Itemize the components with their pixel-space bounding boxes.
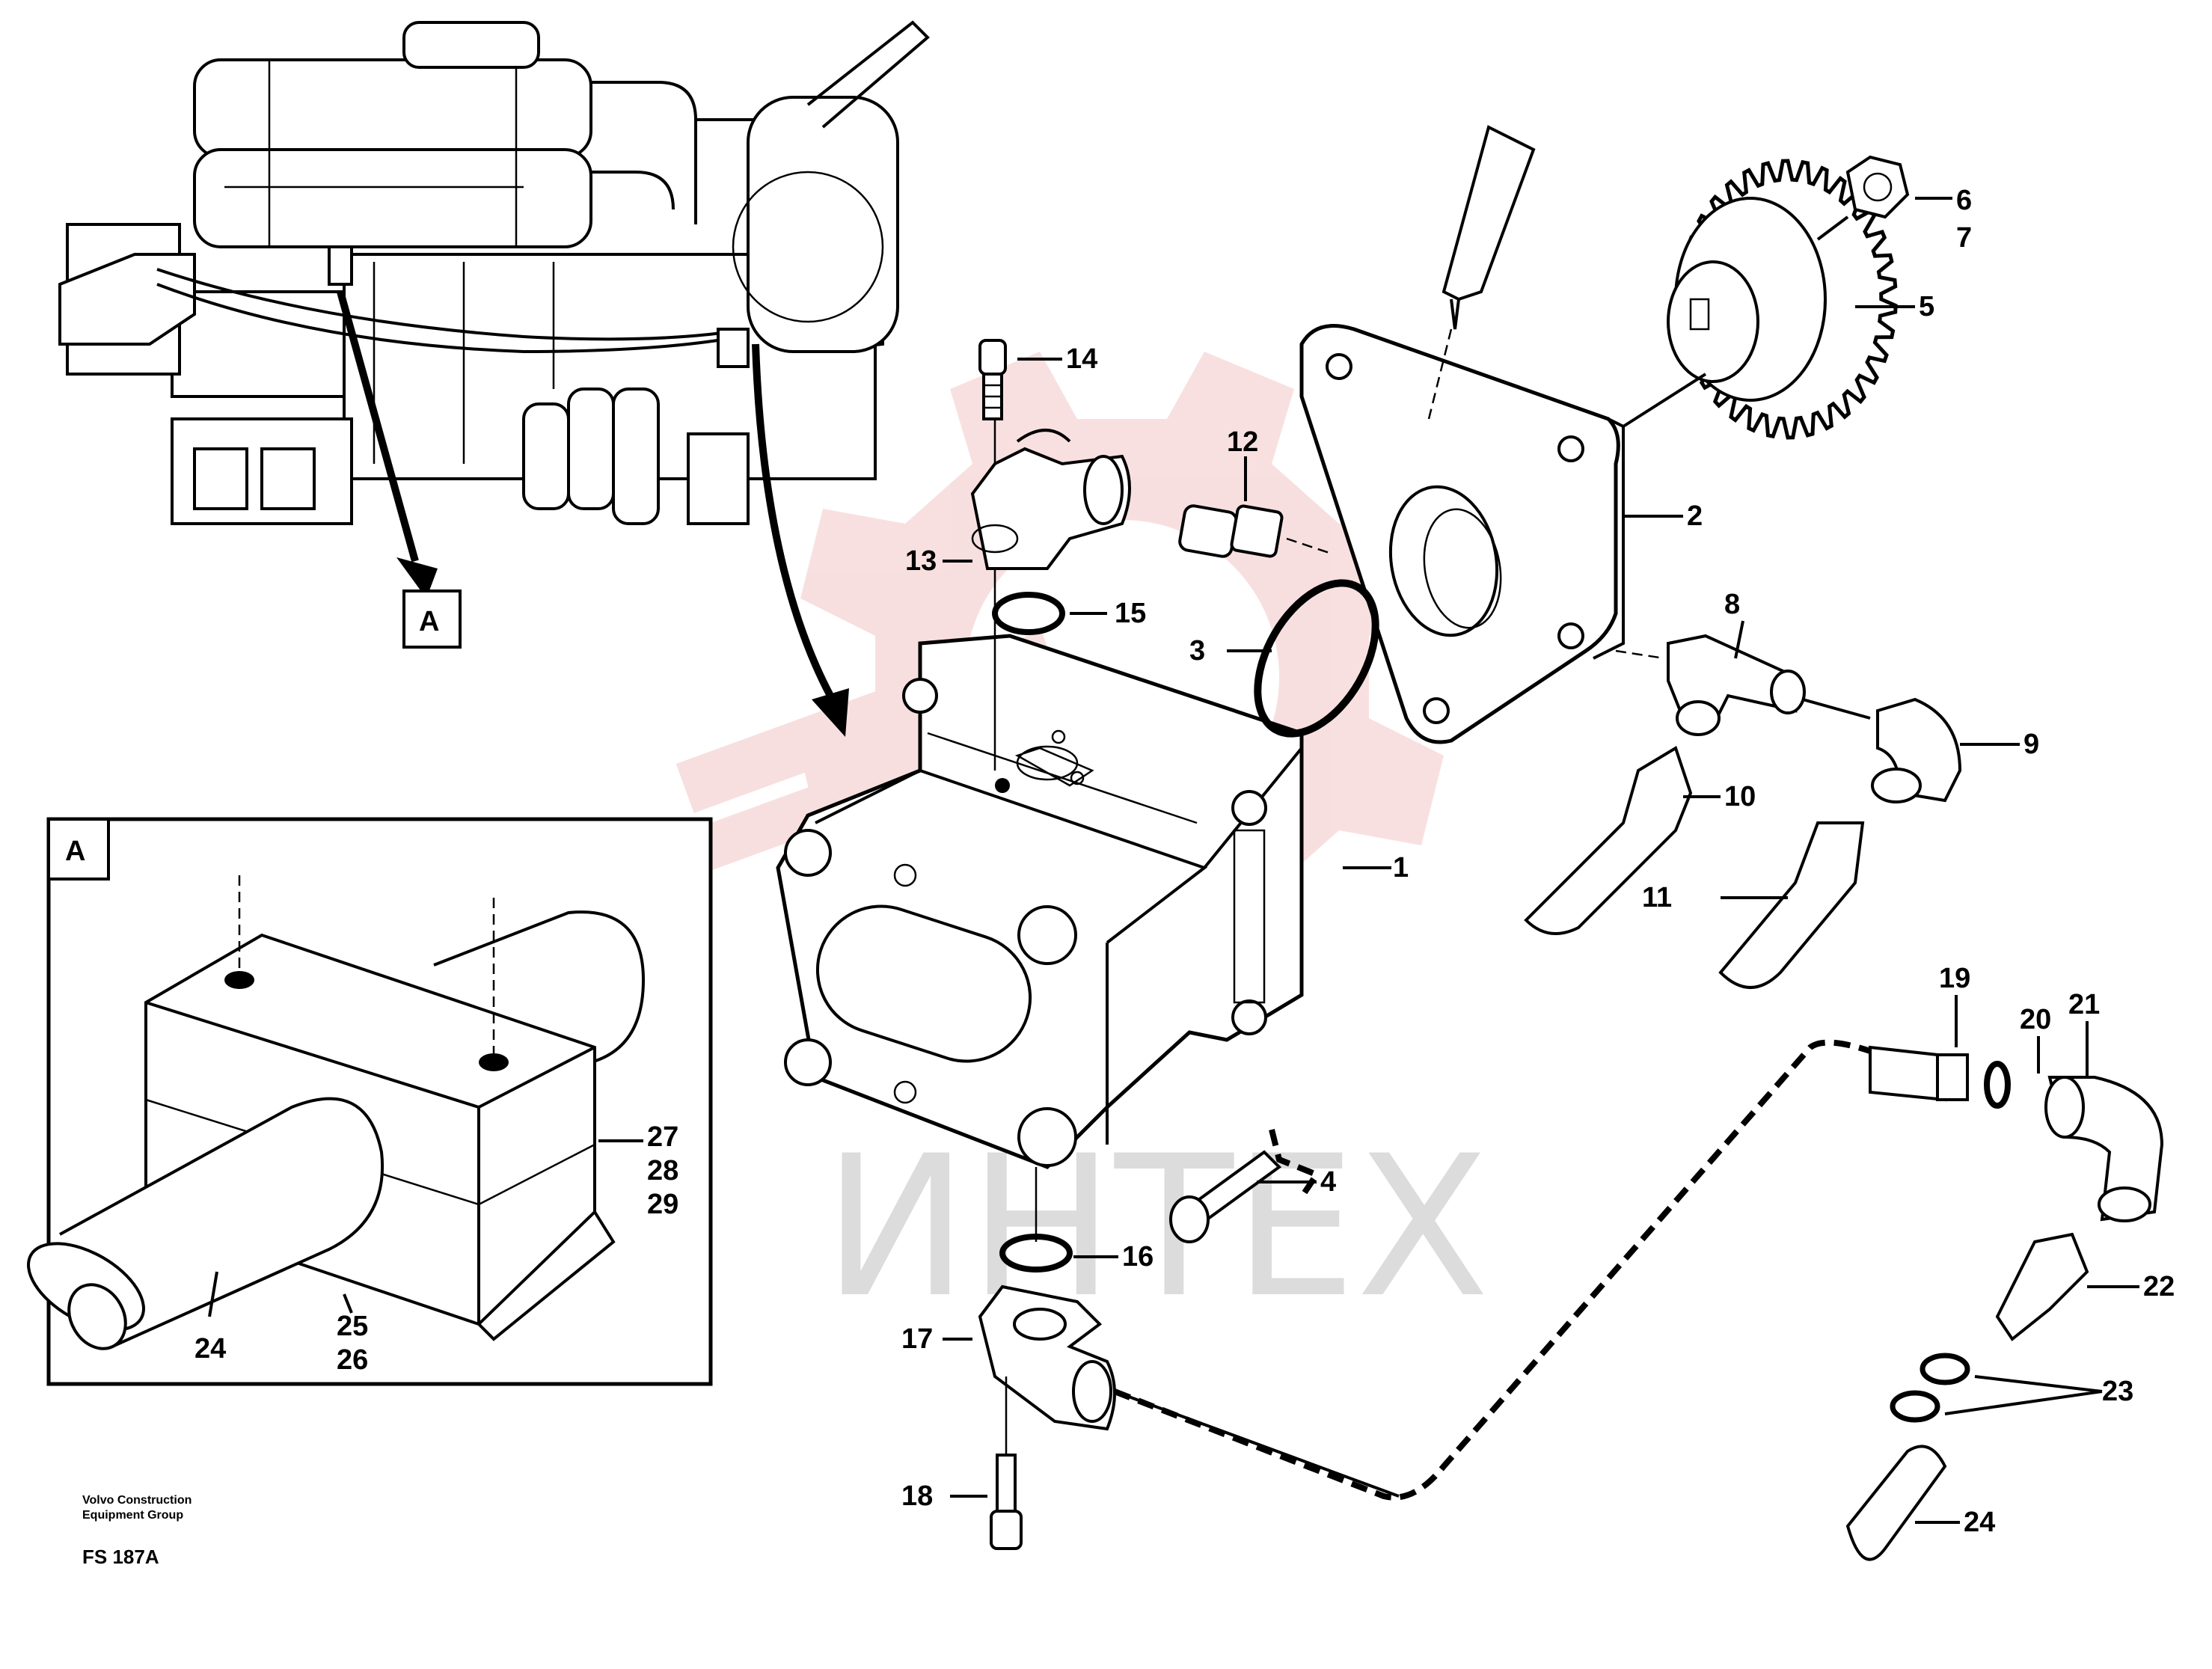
callout-4: 4 xyxy=(1320,1166,1336,1198)
callout-13: 13 xyxy=(905,545,937,577)
detail-a-inset-label: A xyxy=(65,836,85,867)
inlet-elbow-13: 13 xyxy=(905,429,1131,577)
footer-company-line2: Equipment Group xyxy=(82,1509,183,1522)
hose-clamps-23: 23 xyxy=(1890,1353,2133,1423)
inset-callout-28: 28 xyxy=(647,1155,678,1186)
detail-a-marker-label: A xyxy=(419,606,439,637)
hose-fitting-11: 11 xyxy=(1642,821,1865,989)
detail-a-marker: A xyxy=(402,589,462,649)
elbow-fitting-21: 21 xyxy=(2044,989,2164,1222)
engine-overview-illustration xyxy=(58,20,930,525)
hose-connector-22: 22 xyxy=(1995,1232,2175,1341)
callout-24: 24 xyxy=(1964,1507,1995,1538)
tee-fitting-8: 8 xyxy=(1615,589,1871,736)
callout-6: 6 xyxy=(1956,185,1972,216)
callout-1: 1 xyxy=(1393,852,1409,884)
callout-10: 10 xyxy=(1724,781,1756,812)
callout-9: 9 xyxy=(2023,729,2039,760)
threaded-nipple-12: 12 xyxy=(1178,426,1332,558)
adapter-flange-plate: 2 xyxy=(1299,324,1703,744)
elbow-fitting-9: 9 xyxy=(1871,697,2039,803)
callout-11: 11 xyxy=(1642,882,1672,913)
callout-18: 18 xyxy=(901,1480,933,1512)
callout-17: 17 xyxy=(901,1323,933,1355)
inset-callout-29: 29 xyxy=(647,1189,678,1220)
hose-fitting-10: 10 xyxy=(1524,746,1756,935)
mounting-screw-4: 4 xyxy=(1169,1129,1336,1243)
banjo-bolt-18: 18 xyxy=(901,1376,1023,1550)
callout-19: 19 xyxy=(1939,963,1970,994)
pipe-route-line xyxy=(1113,1039,1872,1501)
callout-14: 14 xyxy=(1066,343,1097,375)
footer-company-line1: Volvo Construction xyxy=(82,1494,192,1507)
callout-12: 12 xyxy=(1227,426,1258,458)
detail-a-pointer-arrow xyxy=(337,290,438,598)
callout-2: 2 xyxy=(1687,500,1703,532)
drive-gear: 5 xyxy=(1622,159,1934,440)
footer-block: Volvo Construction Equipment Group FS 18… xyxy=(82,1494,192,1568)
callout-3: 3 xyxy=(1189,635,1205,667)
sealant-tube xyxy=(1427,125,1536,420)
footer-figure-code: FS 187A xyxy=(82,1546,159,1568)
callout-20: 20 xyxy=(2020,1004,2051,1035)
hose-24: 24 xyxy=(1845,1445,1995,1561)
flange-o-ring: 3 xyxy=(1189,579,1379,738)
pump-location-arrow xyxy=(752,343,849,737)
inset-callout-25: 25 xyxy=(337,1311,368,1342)
callout-7: 7 xyxy=(1956,222,1972,254)
inset-callout-27: 27 xyxy=(647,1121,678,1153)
inset-callout-26: 26 xyxy=(337,1344,368,1376)
gear-nut: 6 7 xyxy=(1816,155,1972,254)
callout-22: 22 xyxy=(2143,1271,2175,1302)
callout-16: 16 xyxy=(1122,1241,1154,1273)
callout-21: 21 xyxy=(2068,989,2100,1020)
callout-23: 23 xyxy=(2102,1376,2133,1407)
callout-8: 8 xyxy=(1724,589,1740,620)
seal-washer-20: 20 xyxy=(1984,1004,2051,1109)
outlet-elbow-17: 17 xyxy=(901,1284,1116,1431)
o-ring-15: 15 xyxy=(992,592,1146,635)
watermark-text: ИНТЕХ xyxy=(823,1115,1489,1341)
callout-5: 5 xyxy=(1919,291,1934,322)
callout-15: 15 xyxy=(1115,598,1146,629)
detail-a-inset: A 27 28 29 24 25 26 xyxy=(27,817,713,1386)
nipple-fitting-19: 19 xyxy=(1869,963,1970,1102)
pipe-route-solid-start xyxy=(1114,1390,1400,1498)
o-ring-16: 16 xyxy=(999,1167,1154,1273)
hydraulic-pump-body: 1 xyxy=(776,634,1409,1169)
inset-callout-24: 24 xyxy=(194,1333,226,1365)
